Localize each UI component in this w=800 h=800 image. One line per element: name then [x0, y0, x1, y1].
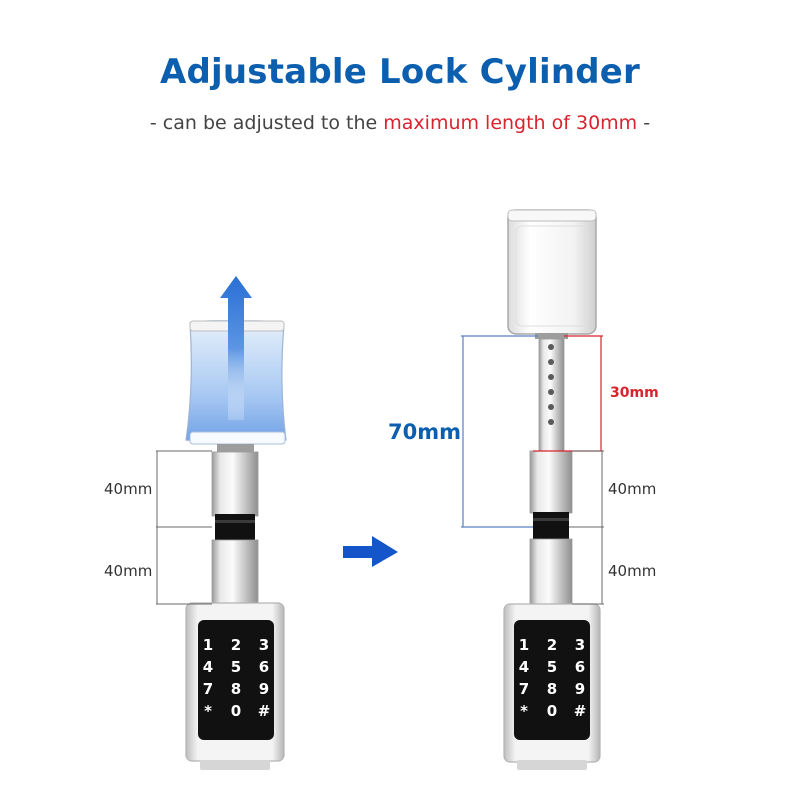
right-key-4[interactable]: 4	[519, 658, 529, 676]
right-key-3[interactable]: 3	[575, 636, 585, 654]
left-key-5[interactable]: 5	[231, 658, 241, 676]
left-keypad-panel	[198, 620, 274, 740]
right-key-1[interactable]: 1	[519, 636, 529, 654]
right-key-9[interactable]: 9	[575, 680, 585, 698]
left-key-1[interactable]: 1	[203, 636, 213, 654]
right-key-0[interactable]: 0	[547, 702, 557, 720]
left-cylinder	[185, 276, 287, 770]
page-title: Adjustable Lock Cylinder	[159, 52, 641, 92]
right-upper-dimension: 40mm	[608, 480, 657, 498]
left-lower-dimension: 40mm	[104, 562, 153, 580]
subtitle-suffix: -	[637, 112, 651, 134]
right-key-6[interactable]: 6	[575, 658, 585, 676]
left-key-9[interactable]: 9	[259, 680, 269, 698]
left-key-7[interactable]: 7	[203, 680, 213, 698]
right-key-7[interactable]: 7	[519, 680, 529, 698]
right-key-5[interactable]: 5	[547, 658, 557, 676]
left-key-2[interactable]: 2	[231, 636, 241, 654]
left-key-star[interactable]: *	[204, 702, 212, 720]
right-knob	[507, 209, 597, 335]
up-arrow-icon	[220, 276, 252, 420]
right-arrow-icon	[343, 536, 398, 567]
right-key-2[interactable]: 2	[547, 636, 557, 654]
right-lower-dimension: 40mm	[608, 562, 657, 580]
subtitle-prefix: - can be adjusted to the	[149, 112, 384, 134]
extension-length-label: 30mm	[610, 385, 659, 401]
right-key-hash[interactable]: #	[574, 702, 587, 720]
left-key-4[interactable]: 4	[203, 658, 213, 676]
right-key-star[interactable]: *	[520, 702, 528, 720]
right-dimension-lines	[569, 450, 604, 605]
extension-shaft	[535, 333, 568, 452]
left-upper-dimension: 40mm	[104, 480, 153, 498]
left-key-8[interactable]: 8	[231, 680, 241, 698]
left-key-3[interactable]: 3	[259, 636, 269, 654]
left-key-6[interactable]: 6	[259, 658, 269, 676]
left-key-0[interactable]: 0	[231, 702, 241, 720]
left-key-hash[interactable]: #	[258, 702, 271, 720]
left-keypad-body	[185, 602, 285, 770]
total-extension-lines	[461, 335, 538, 528]
total-extension-label: 70mm	[388, 420, 461, 444]
right-cylinder	[503, 209, 601, 770]
right-keypad-panel	[514, 620, 590, 740]
right-key-8[interactable]: 8	[547, 680, 557, 698]
left-dimension-lines	[156, 450, 212, 605]
subtitle-highlight: maximum length of 30mm	[383, 112, 638, 134]
page-subtitle: - can be adjusted to the maximum length …	[0, 112, 800, 134]
right-keypad-body	[503, 603, 601, 770]
